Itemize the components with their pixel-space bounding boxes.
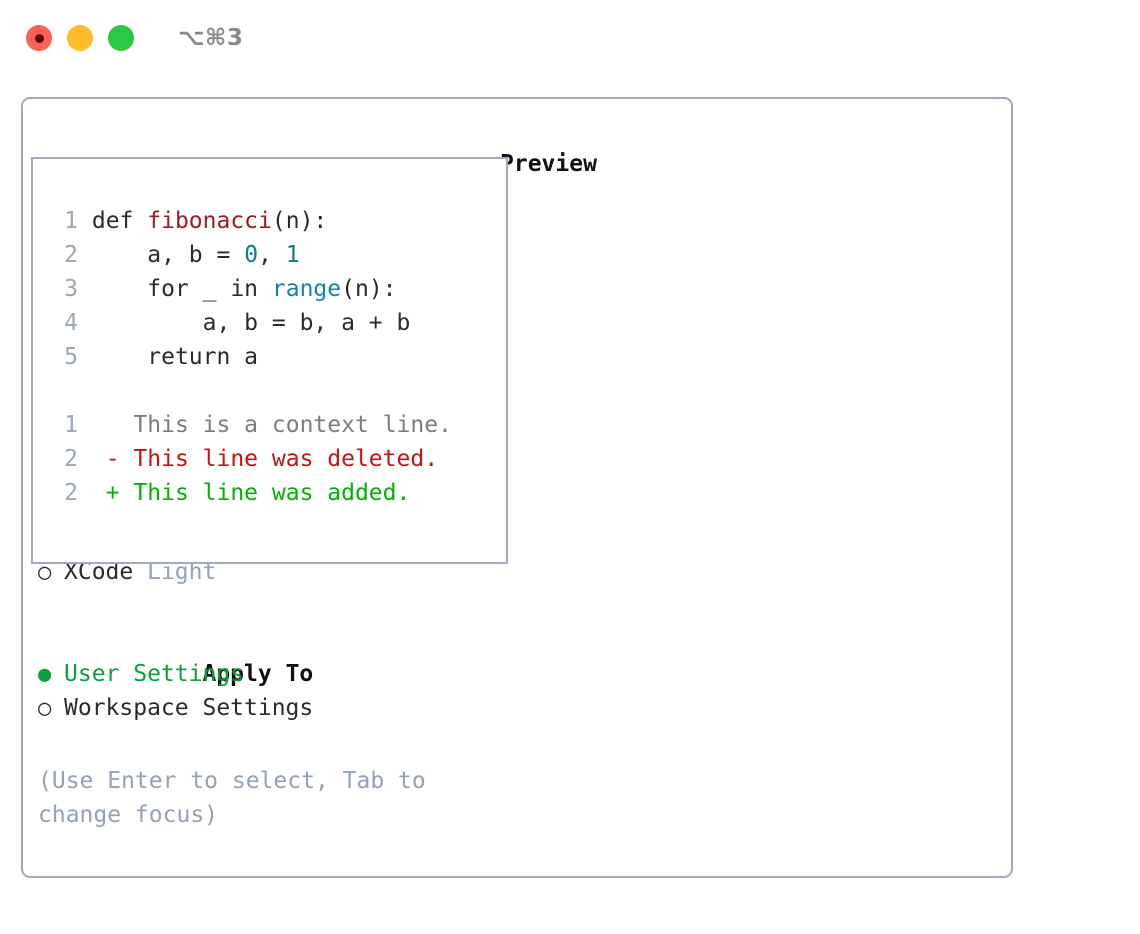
code-line: 3 for _ in range(n): (50, 272, 506, 306)
apply-to-option-workspace-settings[interactable]: ○ Workspace Settings (38, 691, 488, 725)
code-diff-separator (50, 374, 506, 408)
apply-to-option-user-settings[interactable]: ● User Settings (38, 657, 488, 691)
code-line: 5 return a (50, 340, 506, 374)
radio-selected-icon: ● (38, 662, 52, 687)
apply-to-options-list: ● User Settings ○ Workspace Settings (38, 657, 488, 725)
code-token: return a (91, 344, 259, 370)
code-line-number: 3 (64, 276, 78, 302)
apply-to-option-label: Workspace Settings (64, 695, 314, 721)
window-controls (26, 25, 134, 51)
diff-marker: - (105, 446, 134, 472)
diff-line: 2 - This line was deleted. (50, 442, 506, 476)
code-line-number: 4 (64, 310, 78, 336)
diff-line-text: This is a context line. (133, 412, 452, 438)
diff-line-text: This line was deleted. (133, 446, 439, 472)
code-token: a, b = b, a + b (91, 310, 411, 336)
maximize-window-button[interactable] (108, 25, 134, 51)
close-window-button[interactable] (26, 25, 52, 51)
apply-to-title: Apply To (202, 661, 314, 687)
code-line-number: 5 (64, 344, 78, 370)
title-bar: ⌥⌘3 (0, 0, 1140, 76)
code-token: 1 (285, 242, 300, 268)
code-token: range (271, 276, 342, 302)
minimize-window-button[interactable] (67, 25, 93, 51)
code-token: for _ in (91, 276, 272, 302)
apply-to-option-label: User Settings (64, 661, 245, 687)
code-token: (n): (341, 276, 397, 302)
diff-line: 2 + This line was added. (50, 476, 506, 510)
code-line: 4 a, b = b, a + b (50, 306, 506, 340)
code-token: a, b = (91, 242, 245, 268)
theme-selector-panel: >Select Theme ○ANSI Dark○Atom One Dark○A… (21, 97, 1013, 878)
diff-sample: 1 This is a context line.2 - This line w… (50, 408, 506, 510)
keyboard-shortcut-label: ⌥⌘3 (178, 25, 244, 51)
code-token: 0 (244, 242, 259, 268)
code-line-number: 1 (64, 208, 78, 234)
diff-marker: + (105, 480, 134, 506)
code-line: 1 def fibonacci(n): (50, 204, 506, 238)
diff-marker (106, 412, 134, 438)
diff-line: 1 This is a context line. (50, 408, 506, 442)
radio-unselected-icon: ○ (38, 560, 52, 585)
code-token: , (258, 242, 286, 268)
radio-unselected-icon: ○ (38, 696, 52, 721)
code-token: def (91, 208, 148, 234)
diff-line-text: This line was added. (133, 480, 411, 506)
keyboard-hint-text: (Use Enter to select, Tab to change focu… (38, 768, 440, 828)
apply-to-header: ○Apply To (38, 623, 488, 687)
diff-line-number: 1 (64, 412, 78, 438)
code-token: (n): (271, 208, 328, 234)
code-token: fibonacci (147, 208, 272, 234)
code-line: 2 a, b = 0, 1 (50, 238, 506, 272)
code-line-number: 2 (64, 242, 78, 268)
preview-column: Preview (500, 147, 1000, 181)
diff-line-number: 2 (64, 480, 78, 506)
diff-line-number: 2 (64, 446, 78, 472)
preview-title: Preview (500, 151, 597, 177)
list-gap-spacer (38, 589, 488, 623)
